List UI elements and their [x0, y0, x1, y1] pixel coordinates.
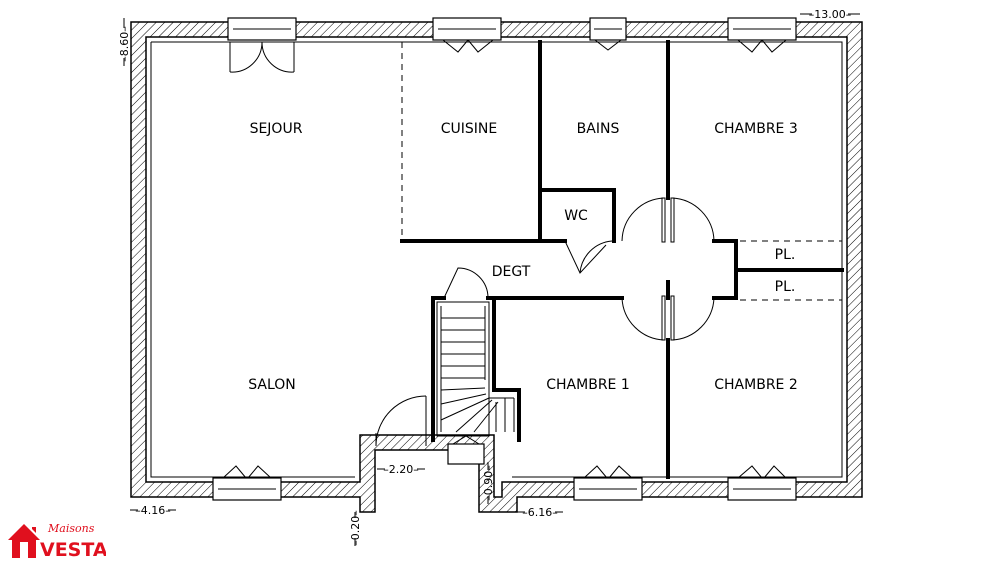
dim-total-height: –8.60– [118, 26, 131, 62]
staircase [436, 301, 515, 437]
label-sejour: SEJOUR [250, 121, 303, 137]
house-icon [8, 524, 40, 558]
label-cuisine: CUISINE [441, 121, 498, 137]
maisons-vesta-logo: Maisons VESTA [8, 522, 106, 561]
window-sashes [218, 28, 791, 490]
label-placard-1: PL. [775, 247, 796, 263]
dim-left-bottom: –4.16– [135, 504, 171, 517]
logo-script-text: Maisons [47, 522, 95, 535]
label-placard-2: PL. [775, 279, 796, 295]
interior-walls [400, 40, 844, 479]
label-degt: DEGT [492, 264, 531, 280]
dim-total-width: –13.00– [809, 8, 852, 21]
label-chambre-3: CHAMBRE 3 [714, 121, 798, 137]
dim-entry-width: –2.20– [383, 463, 419, 476]
dim-right-bottom: –6.16– [522, 506, 558, 519]
dim-entry-step: –0.20– [349, 510, 362, 546]
label-salon: SALON [248, 377, 296, 393]
label-bains: BAINS [577, 121, 620, 137]
label-chambre-2: CHAMBRE 2 [714, 377, 798, 393]
dim-entry-depth: –0.90– [482, 465, 495, 501]
label-chambre-1: CHAMBRE 1 [546, 377, 630, 393]
sejour-french-door [229, 41, 295, 73]
logo-word-text: VESTA [40, 539, 106, 561]
dashed-partitions [401, 42, 842, 301]
label-wc: WC [564, 208, 588, 224]
doors [375, 197, 715, 447]
dimension-marks [123, 13, 860, 546]
